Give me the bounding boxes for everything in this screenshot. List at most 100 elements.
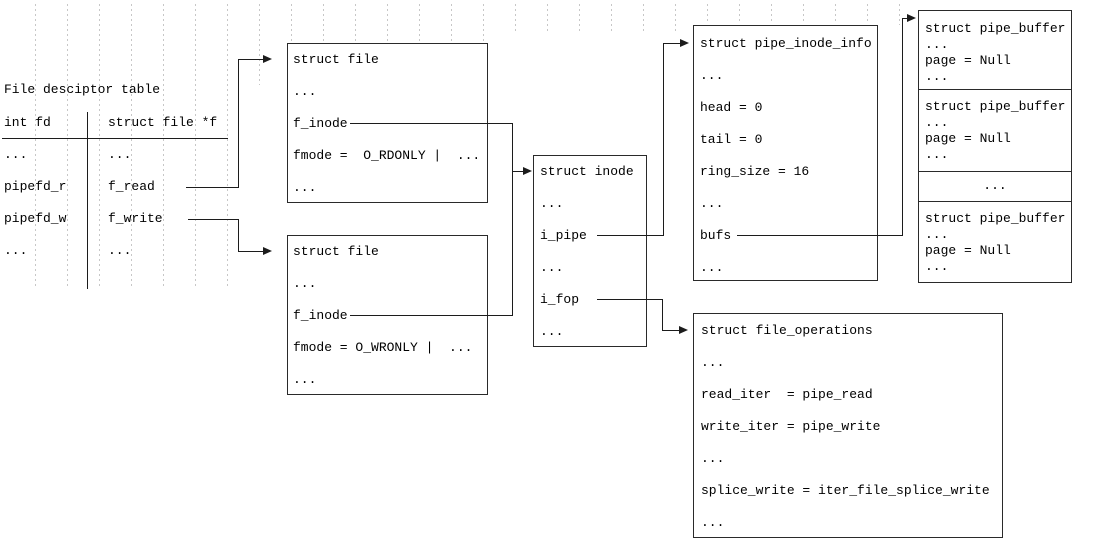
pipe-buffer-page: page = Null — [925, 53, 1011, 68]
i-pipe-pointer-line — [663, 43, 664, 236]
grid-line — [195, 4, 196, 289]
fd-table-cell: ... — [4, 147, 28, 162]
struct-pipe-inode-info-box: struct pipe_inode_info ... head = 0 tail… — [693, 25, 878, 281]
pipe-inode-info-row: ... — [700, 68, 724, 83]
grid-line — [163, 4, 164, 289]
pipe-buffer-title: struct pipe_buffer — [925, 211, 1066, 226]
i-fop-pointer-line — [662, 299, 663, 331]
pipe-buffer-row: ... — [925, 147, 949, 162]
file-operations-row: ... — [701, 451, 725, 466]
grid-line — [803, 4, 804, 23]
pipe-buffer-stack: struct pipe_buffer ... page = Null ... s… — [918, 10, 1072, 283]
fd-table-cell-f-read: f_read — [108, 179, 155, 194]
pipe-inode-info-head: head = 0 — [700, 100, 763, 115]
pipe-buffer-row: ... — [925, 69, 949, 84]
grid-line — [771, 4, 772, 23]
pipe-buffer-page: page = Null — [925, 131, 1011, 146]
grid-line — [547, 4, 548, 33]
struct-inode-i-fop: i_fop — [540, 292, 580, 307]
grid-line — [99, 4, 100, 289]
grid-line — [355, 4, 356, 41]
grid-line — [387, 4, 388, 41]
arrowhead-i-pipe-icon — [680, 39, 689, 47]
grid-line — [131, 4, 132, 289]
grid-line — [739, 4, 740, 23]
pipe-buffer-divider — [919, 171, 1071, 172]
struct-file-read-f-inode: f_inode — [293, 116, 348, 131]
file-operations-splice-write: splice_write = iter_file_splice_write — [701, 483, 990, 498]
pipe-buffer-row: ... — [925, 259, 949, 274]
struct-inode-row: ... — [540, 260, 564, 275]
fd-table-header-int-fd: int fd — [4, 115, 51, 130]
grid-line — [515, 4, 516, 33]
f-read-pointer-line — [239, 59, 263, 60]
grid-line — [579, 4, 580, 33]
fd-table-title: File desciptor table — [4, 82, 161, 97]
i-fop-pointer-line — [597, 299, 662, 300]
grid-line — [867, 4, 868, 23]
fd-table-column-divider — [87, 112, 88, 289]
struct-file-read-fmode: fmode = O_RDONLY | ... — [293, 148, 481, 163]
f-inode-read-pointer-line — [350, 123, 512, 124]
grid-line — [291, 4, 292, 41]
file-operations-row: ... — [701, 355, 725, 370]
arrowhead-inode-icon — [523, 167, 532, 175]
bufs-pointer-line — [903, 18, 907, 19]
grid-line — [643, 4, 644, 33]
struct-file-read-box: struct file ... f_inode fmode = O_RDONLY… — [287, 43, 488, 203]
fd-table-cell: ... — [4, 243, 28, 258]
fd-table-cell-f-write: f_write — [108, 211, 163, 226]
struct-inode-i-pipe: i_pipe — [540, 228, 587, 243]
struct-file-read-row: ... — [293, 84, 317, 99]
pipe-inode-info-bufs: bufs — [700, 228, 732, 243]
struct-file-write-row: ... — [293, 372, 317, 387]
f-inode-write-pointer-line — [350, 315, 512, 316]
file-operations-row: ... — [701, 515, 725, 530]
pipe-buffer-divider — [919, 201, 1071, 202]
pipe-inode-info-ring-size: ring_size = 16 — [700, 164, 810, 179]
struct-file-write-fmode: fmode = O_WRONLY | ... — [293, 340, 473, 355]
pipe-buffer-row: ... — [925, 37, 949, 52]
grid-line — [35, 4, 36, 289]
arrowhead-f-read-icon — [263, 55, 272, 63]
pipe-buffer-divider — [919, 89, 1071, 90]
grid-line — [611, 4, 612, 33]
pipe-buffer-row: ... — [925, 115, 949, 130]
i-pipe-pointer-line — [664, 43, 680, 44]
f-inode-shared-pointer-line — [512, 123, 513, 316]
pipe-buffer-title: struct pipe_buffer — [925, 99, 1066, 114]
fd-table-header-underline — [2, 138, 228, 139]
fd-table-cell-pipefd-w: pipefd_w — [4, 211, 67, 226]
struct-inode-row: ... — [540, 196, 564, 211]
grid-line — [483, 4, 484, 41]
f-write-pointer-line — [239, 251, 263, 252]
fd-table-header-struct-file: struct file *f — [108, 115, 218, 130]
grid-line — [451, 4, 452, 41]
pipe-inode-info-title: struct pipe_inode_info — [700, 36, 872, 51]
arrowhead-f-write-icon — [263, 247, 272, 255]
grid-line — [419, 4, 420, 41]
pipe-buffer-title: struct pipe_buffer — [925, 21, 1066, 36]
arrowhead-bufs-icon — [907, 14, 916, 22]
f-write-pointer-line — [188, 219, 238, 220]
grid-line — [227, 4, 228, 289]
grid-line — [259, 4, 260, 85]
bufs-pointer-line — [902, 18, 903, 236]
grid-line — [67, 4, 68, 289]
f-write-pointer-line — [238, 219, 239, 252]
f-read-pointer-line — [238, 59, 239, 188]
pipe-inode-info-row: ... — [700, 196, 724, 211]
fd-table-cell: ... — [108, 147, 132, 162]
struct-file-write-row: ... — [293, 276, 317, 291]
bufs-pointer-line — [737, 235, 902, 236]
struct-file-read-title: struct file — [293, 52, 379, 67]
i-pipe-pointer-line — [597, 235, 663, 236]
file-operations-write-iter: write_iter = pipe_write — [701, 419, 881, 434]
i-fop-pointer-line — [663, 330, 679, 331]
struct-inode-title: struct inode — [540, 164, 634, 179]
grid-line — [323, 4, 324, 41]
struct-file-write-title: struct file — [293, 244, 379, 259]
grid-line — [835, 4, 836, 23]
inode-pointer-line — [512, 171, 523, 172]
file-operations-read-iter: read_iter = pipe_read — [701, 387, 873, 402]
